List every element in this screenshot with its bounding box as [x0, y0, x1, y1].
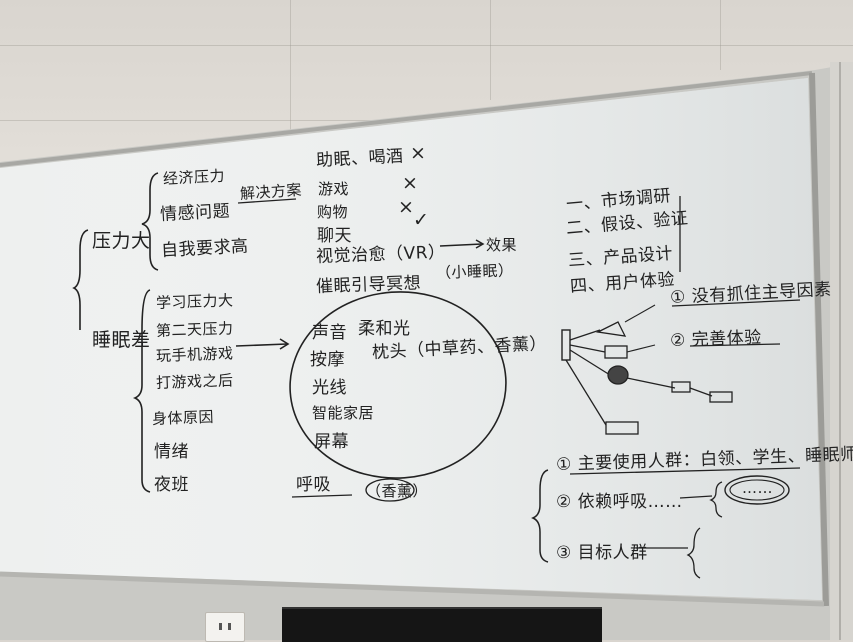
item-economic-pressure: 经济压力: [162, 166, 226, 188]
sleep-cause-6: 情绪: [154, 442, 189, 462]
mark-x-3: ×: [398, 196, 415, 218]
result-label: 效果: [486, 236, 518, 254]
breathing-label: 呼吸: [296, 475, 331, 495]
method-2: 游戏: [318, 180, 350, 198]
mark-x-1: ×: [410, 142, 427, 164]
circle-item-massage: 按摩: [310, 350, 345, 370]
circle-item-light: 光线: [312, 378, 347, 398]
sleep-cause-3: 玩手机游戏: [155, 344, 234, 365]
ellipse-note: ……: [742, 479, 773, 497]
topic-poor-sleep: 睡眠差: [92, 329, 151, 351]
method-5: 视觉治愈（VR）: [315, 242, 446, 267]
aroma-label: （香薰）: [366, 482, 429, 500]
sleep-cause-1: 学习压力大: [155, 291, 234, 312]
sleep-cause-7: 夜班: [154, 475, 189, 495]
solution-label: 解决方案: [239, 180, 303, 203]
topic-pressure: 压力大: [92, 230, 151, 252]
method-3: 购物: [317, 203, 349, 221]
sleep-cause-4: 打游戏之后: [155, 371, 234, 392]
note-improve-experience: ② 完善体验: [669, 327, 763, 351]
monitor-top: [282, 607, 602, 642]
mark-x-2: ×: [402, 172, 419, 194]
list-item-3: ③ 目标人群: [556, 543, 648, 563]
circle-item-soft-light: 柔和光: [358, 319, 411, 339]
wall-outlet: [205, 612, 245, 642]
sleep-cause-5: 身体原因: [151, 407, 215, 428]
mark-check: ✓: [413, 209, 430, 231]
method-1: 助眠、喝酒: [315, 146, 405, 171]
sleep-cause-2: 第二天压力: [155, 319, 234, 340]
circle-item-screen: 屏幕: [314, 432, 349, 452]
item-self-demands: 自我要求高: [160, 236, 250, 261]
list-item-2: ② 依赖呼吸……: [556, 492, 683, 512]
method-6: 催眠引导冥想: [315, 273, 422, 297]
method-4: 聊天: [317, 226, 352, 246]
circle-item-smart-home: 智能家居: [312, 404, 375, 422]
method-7: （小睡眠）: [435, 261, 514, 282]
item-emotional-issues: 情感问题: [159, 201, 231, 225]
circle-item-sound: 声音: [312, 323, 347, 343]
